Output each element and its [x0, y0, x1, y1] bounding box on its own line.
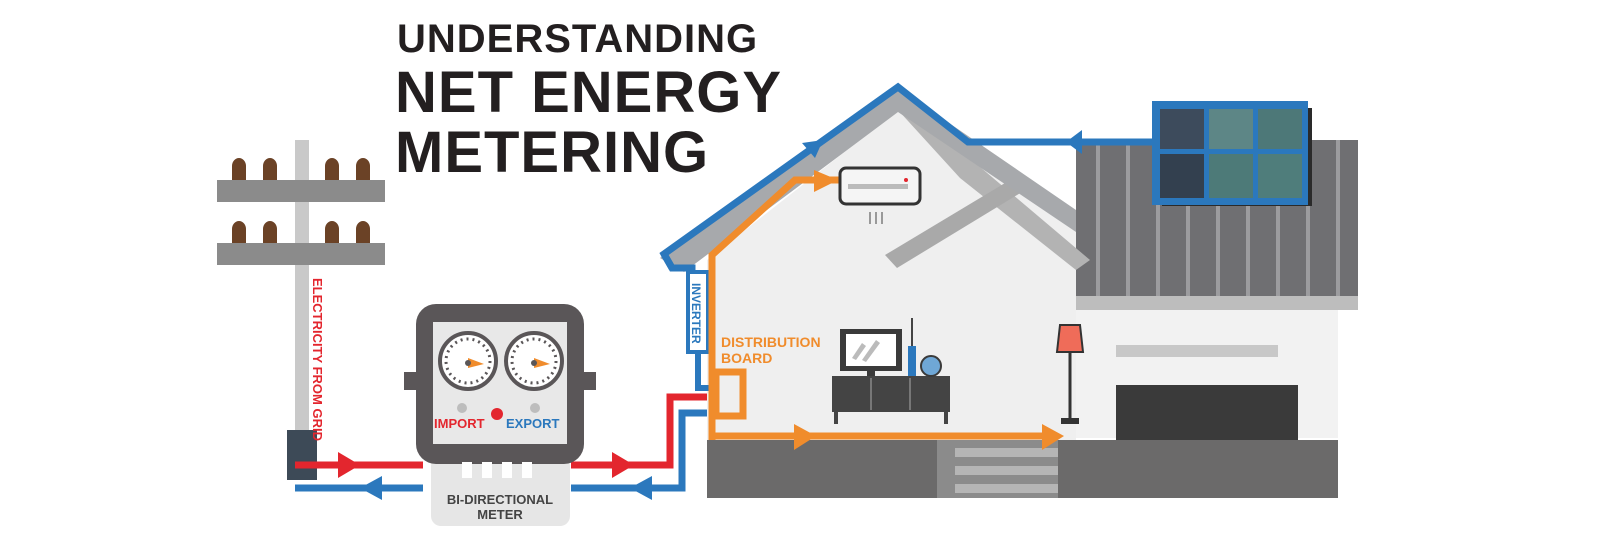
page-title: UNDERSTANDING NET ENERGY METERING: [395, 17, 782, 185]
television-icon: [832, 318, 950, 424]
solar-output-line: [659, 82, 1152, 272]
meter-label-line1: BI-DIRECTIONAL: [447, 492, 553, 507]
export-label: EXPORT: [506, 416, 560, 431]
house: [660, 88, 1358, 498]
flow-arrow-icon: [360, 476, 382, 500]
title-line-3: METERING: [395, 120, 709, 185]
inverter-icon: INVERTER: [686, 270, 710, 354]
flow-arrow-icon: [814, 170, 838, 192]
flow-arrow-icon: [802, 140, 823, 158]
inverter-label: INVERTER: [689, 283, 703, 344]
floor-lamp-icon: [1055, 324, 1085, 424]
flow-arrow-icon: [612, 452, 634, 478]
title-line-2: NET ENERGY: [395, 60, 782, 125]
distribution-board-label: DISTRIBUTION BOARD: [721, 334, 821, 366]
bi-directional-meter-icon: IMPORT EXPORT BI-DIRECTIONAL METER: [404, 304, 596, 526]
flow-arrow-icon: [338, 452, 360, 478]
flow-arrow-icon: [1066, 130, 1082, 154]
export-dial-icon: [504, 331, 564, 391]
import-dial-icon: [438, 331, 498, 391]
import-label: IMPORT: [434, 416, 485, 431]
meter-label-line2: METER: [477, 507, 523, 522]
title-line-1: UNDERSTANDING: [397, 17, 758, 61]
distribution-label-line2: BOARD: [721, 350, 772, 366]
grid-label: ELECTRICITY FROM GRID: [310, 278, 325, 441]
utility-pole-icon: ELECTRICITY FROM GRID: [217, 140, 385, 480]
flow-arrow-icon: [630, 476, 652, 500]
flow-arrow-icon: [794, 424, 816, 450]
distribution-label-line1: DISTRIBUTION: [721, 334, 821, 350]
air-conditioner-icon: [838, 166, 922, 224]
flow-arrow-icon: [1042, 424, 1064, 450]
solar-panel-icon: [1152, 101, 1312, 206]
